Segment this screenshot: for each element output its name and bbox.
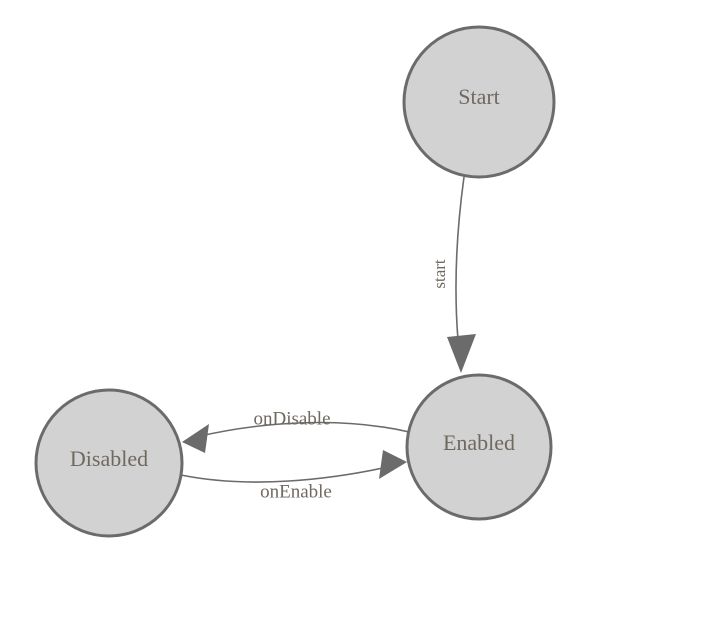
state-node-start-label: Start (458, 84, 500, 109)
state-node-enabled-circle (405, 373, 553, 521)
edge-disabled-to-enabled[interactable]: onEnable (180, 450, 407, 502)
edge-disabled-to-enabled-path (180, 465, 393, 483)
edge-disabled-to-enabled-arrowhead (379, 450, 407, 479)
edge-start-to-enabled-path (455, 176, 465, 341)
edge-enabled-to-disabled[interactable]: onDisable (182, 408, 410, 453)
state-node-disabled[interactable]: Disabled (34, 388, 184, 538)
state-node-disabled-label: Disabled (70, 446, 148, 471)
edge-label-start: start (430, 259, 449, 289)
state-node-enabled[interactable]: Enabled (405, 373, 553, 521)
state-node-start[interactable]: Start (402, 25, 556, 179)
edge-enabled-to-disabled-arrowhead (182, 424, 209, 453)
state-node-disabled-circle (34, 388, 184, 538)
state-node-start-circle (402, 25, 556, 179)
edge-start-to-enabled[interactable]: start (430, 176, 476, 373)
edge-enabled-to-disabled-path (195, 421, 410, 438)
edge-start-to-enabled-arrowhead (447, 334, 476, 373)
edge-label-ondisable: onDisable (253, 408, 330, 429)
edge-label-onenable: onEnable (260, 481, 332, 502)
state-node-enabled-label: Enabled (443, 430, 515, 455)
